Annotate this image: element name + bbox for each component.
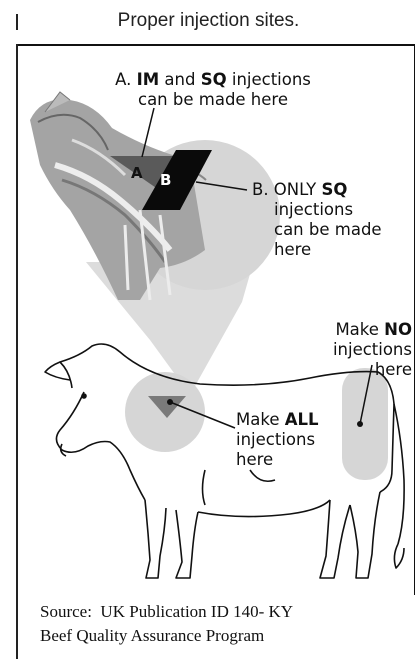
leader-all-dot xyxy=(167,399,173,405)
source-line-2: Beef Quality Assurance Program xyxy=(40,624,410,648)
callout-b: B. ONLY SQ injections can be made here xyxy=(252,180,412,260)
callout-all-injections: Make ALL injections here xyxy=(236,410,376,470)
callout-a: A. IM and SQ injections can be made here xyxy=(108,70,318,110)
source-citation: Source: UK Publication ID 140- KY Beef Q… xyxy=(40,600,410,648)
source-line-1: Source: UK Publication ID 140- KY xyxy=(40,600,410,624)
zone-b-marker: B xyxy=(160,171,171,189)
zone-a-marker: A xyxy=(131,164,143,182)
callout-no-injections: Make NO injections here xyxy=(300,320,412,380)
